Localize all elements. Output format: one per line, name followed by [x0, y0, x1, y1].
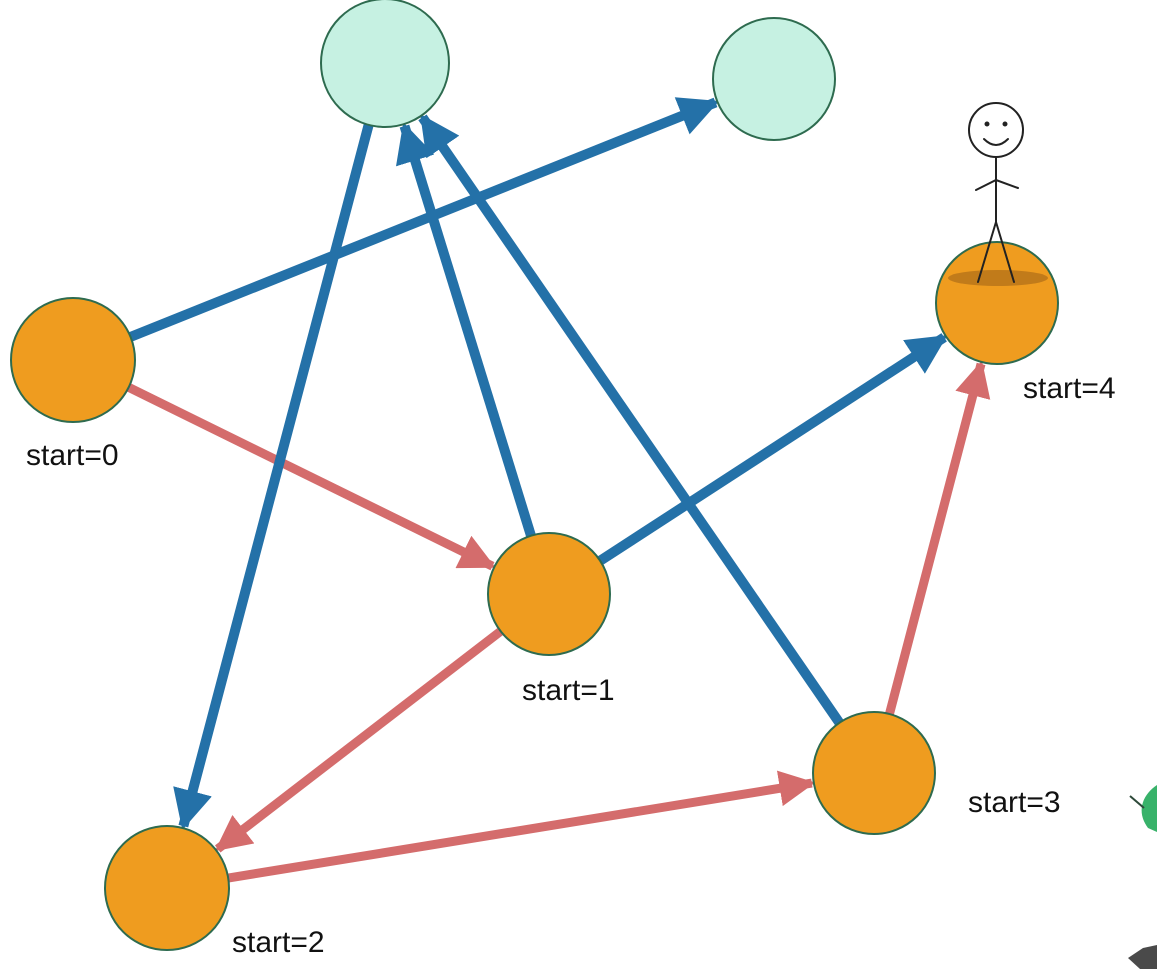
node-start-2	[104, 825, 230, 951]
edge-start-3-to-top-left-target	[418, 114, 846, 729]
node-label-start-0: start=0	[26, 439, 119, 472]
partial-cloud-icon	[1128, 945, 1157, 969]
node-start-1	[487, 532, 611, 656]
node-label-start-1: start=1	[522, 674, 615, 707]
edge-start-0-to-start-1	[123, 381, 496, 571]
node-top-left-target	[320, 0, 450, 128]
node-start-4	[935, 241, 1059, 365]
edge-start-0-to-top-right-target	[124, 97, 720, 344]
leaf-icon	[1141, 785, 1157, 832]
edge-start-1-to-start-4	[594, 333, 948, 568]
node-label-start-2: start=2	[232, 926, 325, 959]
nodes-layer: start=0 start=1 start=2 start=3 start=4	[10, 0, 1116, 959]
node-start-0	[10, 297, 136, 423]
edges-layer	[123, 97, 991, 884]
node-top-right-target	[712, 17, 836, 141]
edge-start-1-to-top-left-target	[395, 122, 537, 542]
node-label-start-4: start=4	[1023, 372, 1116, 405]
stick-figure-icon	[948, 102, 1048, 286]
node-start-3	[812, 711, 936, 835]
node-label-start-3: start=3	[968, 786, 1061, 819]
leaf-stem-icon	[1129, 795, 1145, 809]
edge-top-left-target-to-start-2	[173, 119, 375, 830]
edge-start-2-to-start-3	[223, 770, 816, 884]
edge-start-1-to-start-2	[214, 625, 507, 853]
edge-start-3-to-start-4	[884, 360, 991, 719]
